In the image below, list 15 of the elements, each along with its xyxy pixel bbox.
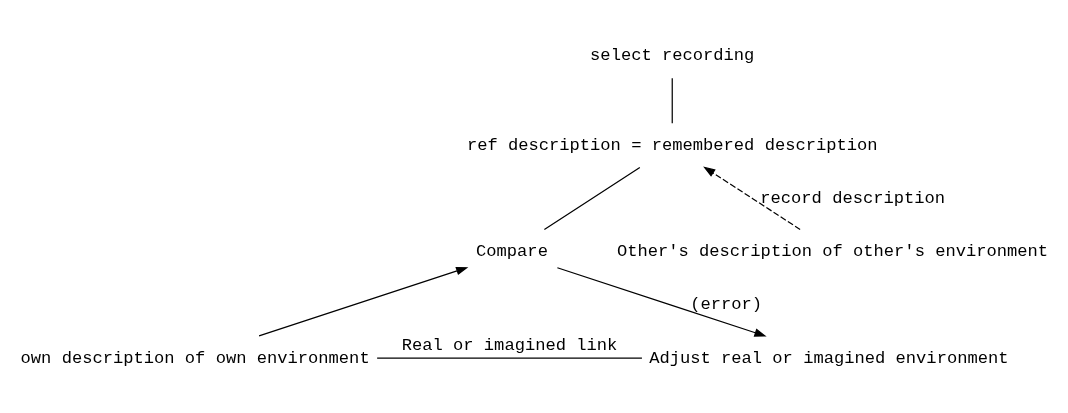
edge-label: (error): [690, 294, 763, 314]
connector: [376, 356, 643, 359]
connector: [671, 77, 673, 124]
node-text: Other's description of other's environment: [616, 241, 1049, 261]
node-text: Adjust real or imagined environment: [649, 348, 1009, 368]
connector: [543, 166, 641, 230]
node-text: own description of own environment: [20, 348, 370, 368]
arrow: [703, 166, 801, 230]
arrow: [258, 266, 469, 336]
arrow: [556, 266, 767, 337]
edge-label: Real or imagined link: [401, 335, 618, 355]
node-text: Compare: [476, 241, 548, 261]
edge-label: record description: [760, 188, 946, 208]
node-text: select recording: [590, 45, 755, 65]
node-text: ref description = remembered description: [466, 135, 878, 155]
